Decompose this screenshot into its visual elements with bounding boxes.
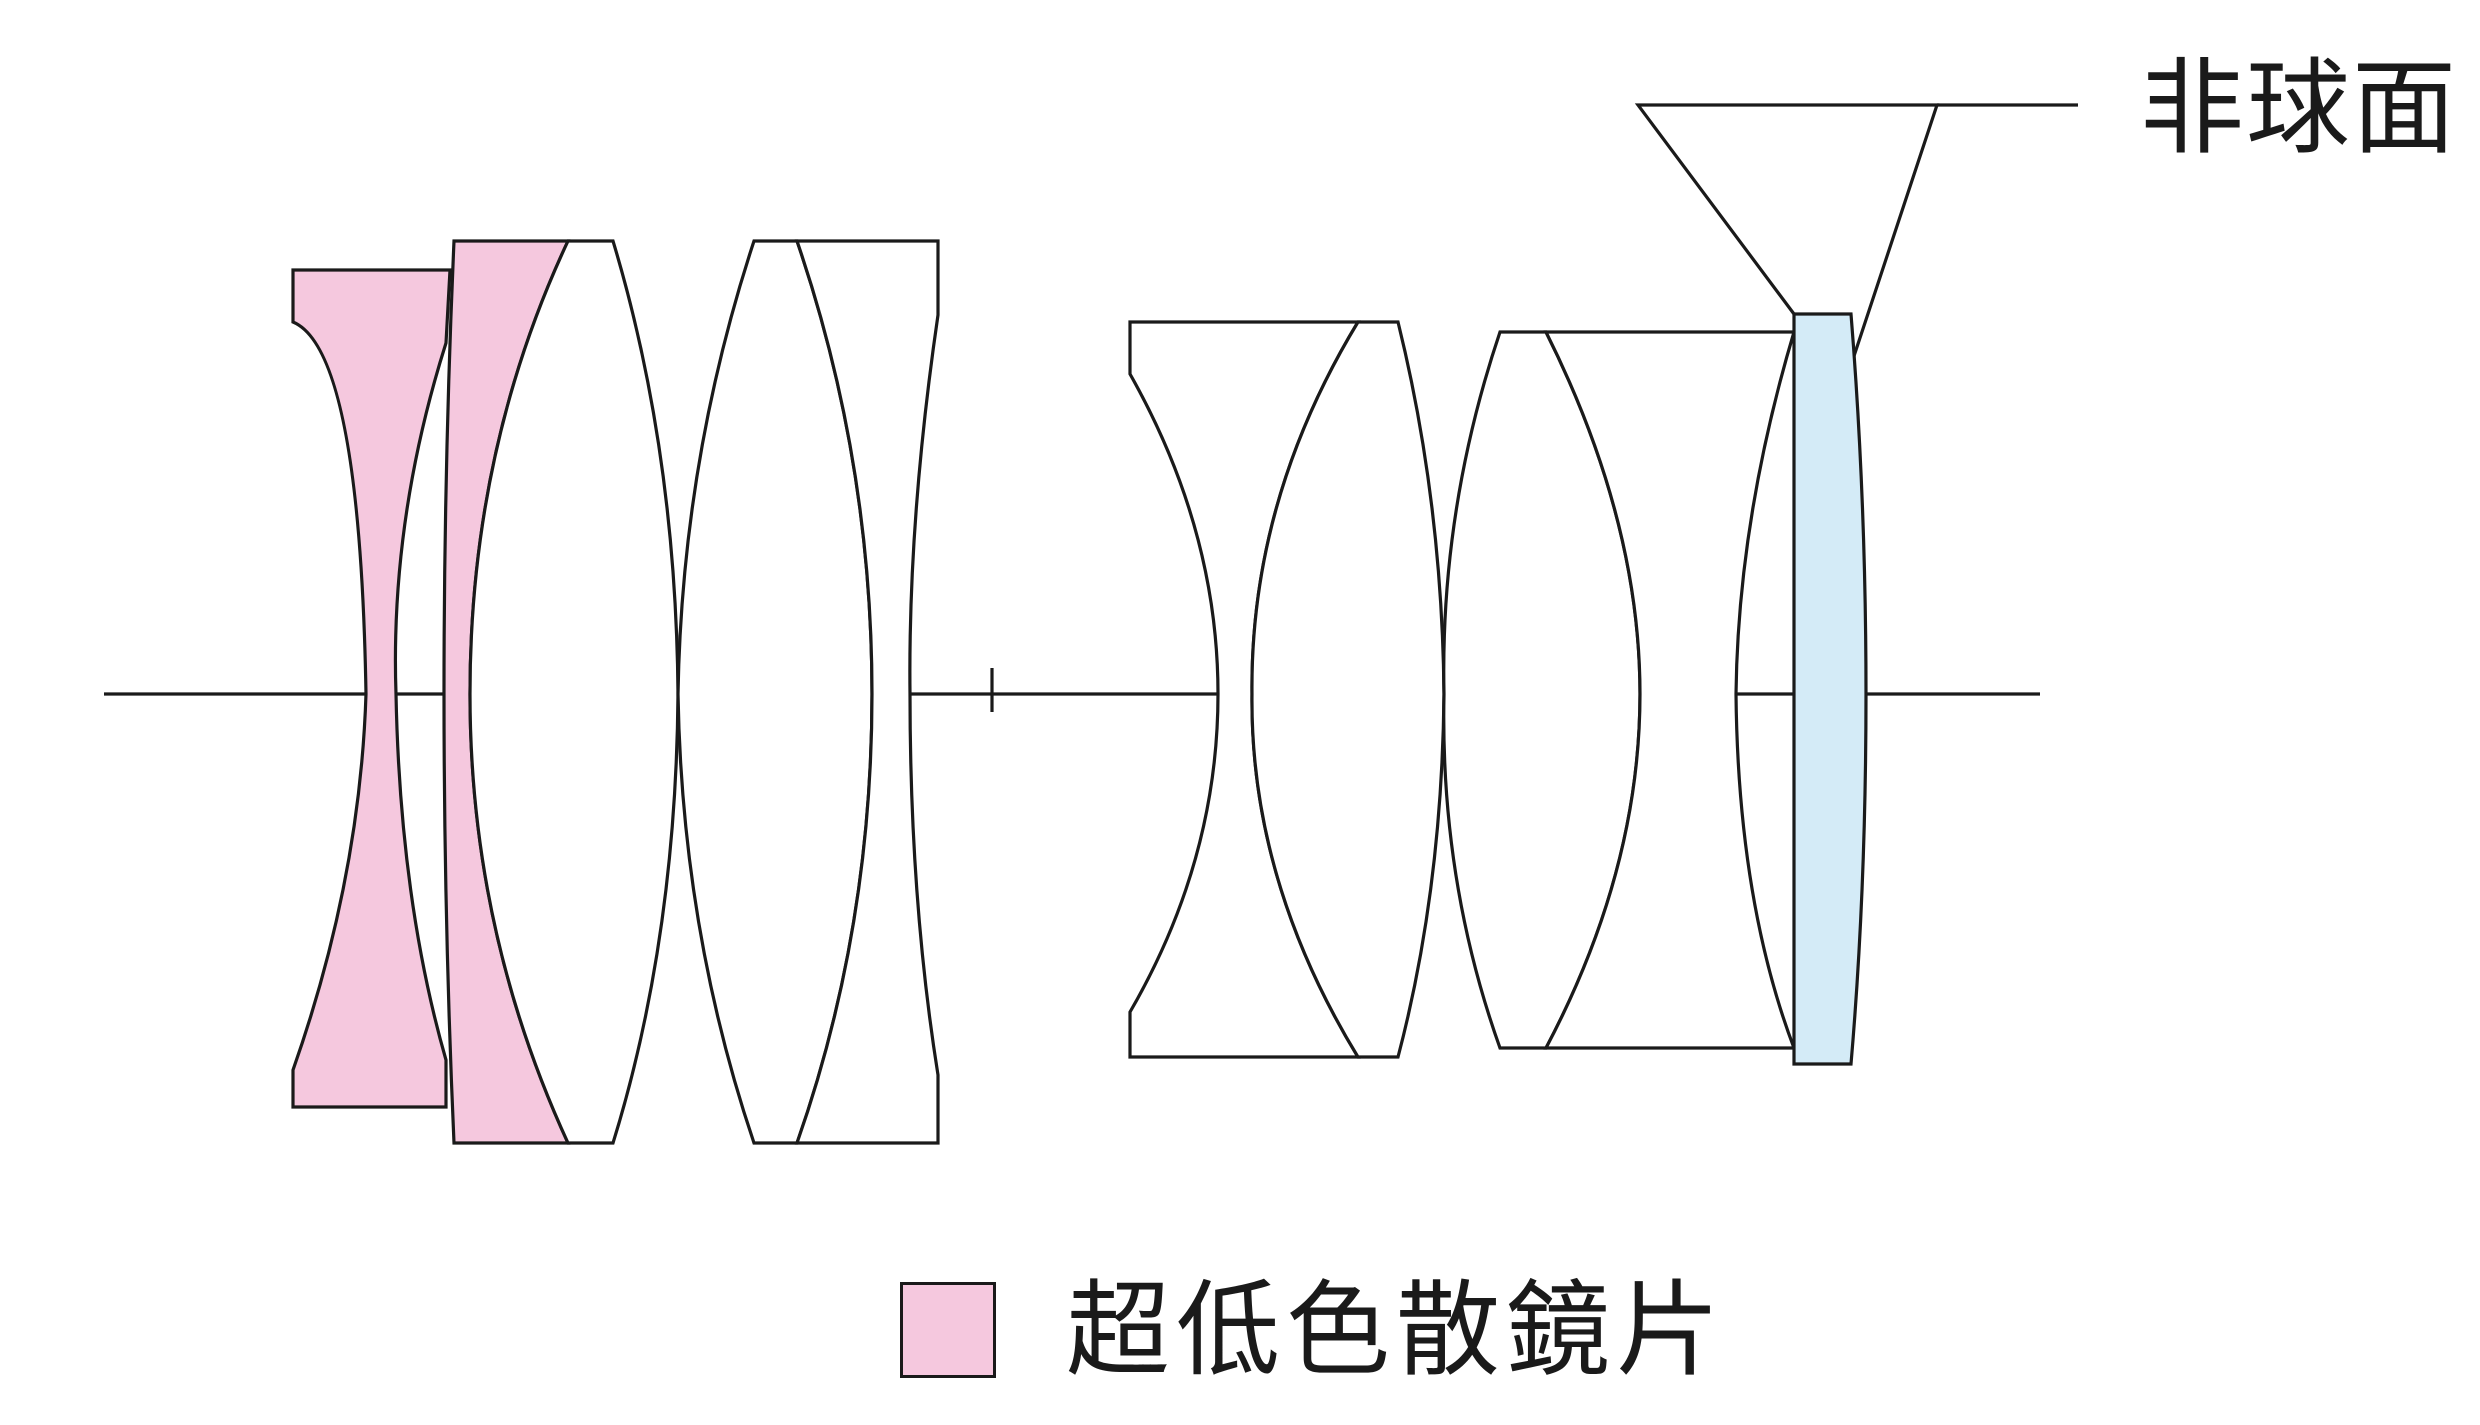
lens-element-10-aspherical — [1792, 312, 1868, 1066]
aspherical-label: 非球面 — [2140, 47, 2459, 169]
legend-swatch-ed — [900, 1282, 996, 1378]
legend-label-ed: 超低色散鏡片 — [1066, 1269, 1727, 1391]
lens-element-1-ed — [291, 268, 452, 1109]
lens-element-7 — [1250, 320, 1446, 1059]
lens-element-3 — [468, 239, 680, 1145]
legend: 超低色散鏡片 — [900, 1270, 1726, 1390]
aspherical-callout-leader — [1634, 103, 1940, 357]
lens-element-5 — [794, 239, 940, 1145]
